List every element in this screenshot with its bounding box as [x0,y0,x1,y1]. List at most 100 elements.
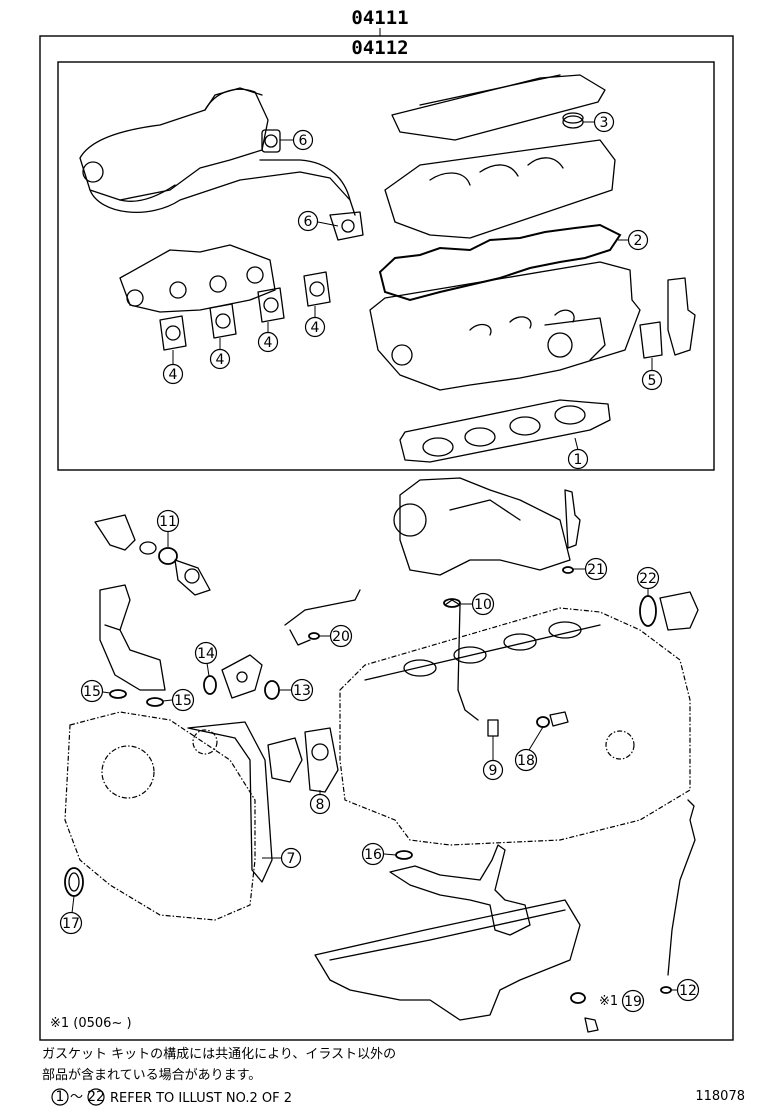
drain-plug-19-drawing [570,992,599,1033]
callout-9: 9 [482,759,504,781]
svg-text:1: 1 [56,1089,65,1105]
svg-text:6: 6 [299,133,308,149]
svg-text:～: ～ [70,1090,83,1105]
svg-text:17: 17 [62,916,80,932]
callout-8: 8 [309,793,331,815]
callout-6: 6 [292,129,314,151]
callout-2: 2 [627,229,649,251]
inner-kit-frame [57,61,715,471]
injector-drawing [564,489,581,549]
outer-kit-frame [39,35,734,1041]
svg-text:7: 7 [287,851,296,867]
svg-text:6: 6 [304,214,313,230]
cylinder-head-drawing [369,261,641,391]
callout-10: 10 [471,592,495,616]
callout-3: 3 [593,111,615,133]
svg-text:11: 11 [159,514,177,530]
svg-text:1: 1 [574,452,583,468]
o-ring-15-right [146,697,164,707]
callout-13: 13 [290,678,314,702]
head-gasket-1-drawing [399,399,611,463]
callout-4: 4 [304,316,326,338]
svg-text:4: 4 [311,320,320,336]
svg-text:15: 15 [174,693,192,709]
o-ring-14 [203,675,217,695]
callout-18: 18 [514,748,538,772]
o-ring-22 [639,595,657,627]
thermostat-housing-drawing [94,514,211,596]
cam-cover-drawing [384,139,616,239]
callout-5: 5 [641,369,663,391]
gasket-6-lower-drawing [329,211,364,241]
turbo-injection-pump-drawing [393,477,571,576]
illustration-number: 118078 [695,1089,745,1104]
leader-lines [71,121,678,991]
svg-text:19: 19 [624,994,642,1010]
cylinder-block-drawing [339,607,691,846]
refer-note: 1 ～ 22 REFER TO ILLUST NO.2 OF 2 [51,1088,292,1106]
svg-text:15: 15 [83,684,101,700]
gauge-tube-10-drawing [443,598,479,721]
tube-20-drawing [284,589,361,646]
oil-seal-17-drawing [64,867,84,897]
svg-text:2: 2 [634,233,643,249]
exhaust-gaskets-4-drawing [159,271,331,351]
callout-4: 4 [209,348,231,370]
o-ring-15-left [109,689,127,699]
svg-text:REFER TO ILLUST NO.2 OF 2: REFER TO ILLUST NO.2 OF 2 [110,1091,292,1106]
gasket-6-upper-drawing [261,129,281,153]
callout-12: 12 [676,978,700,1002]
fitting-22-drawing [659,591,699,631]
head-cover-gasket-2-drawing [378,223,622,302]
svg-text:9: 9 [489,763,498,779]
water-outlet-pipe-drawing [99,584,166,691]
svg-text:20: 20 [332,629,350,645]
callout-1: 1 [567,448,589,470]
callout-21: 21 [584,557,608,581]
outer-kit-part-number: 04111 [351,7,408,29]
callout-17: 17 [59,911,83,935]
exhaust-manifold-drawing [119,244,276,313]
svg-text:10: 10 [474,597,492,613]
head-cover-drawing [391,74,606,141]
o-ring-13 [264,680,280,700]
callout-11: 11 [156,509,180,533]
svg-text:16: 16 [364,847,382,863]
oil-strainer-drawing [389,844,531,936]
callout-20: 20 [329,624,353,648]
o-ring-21 [562,566,574,574]
svg-text:13: 13 [293,683,311,699]
callout-4: 4 [257,331,279,353]
o-ring-11 [158,547,178,565]
japanese-note-line-2: 部品が含まれている場合があります。 [42,1067,261,1083]
callout-19: 19 [621,989,645,1013]
asterisk-1-mark: ※1 [599,994,618,1009]
inner-kit-part-number: 04112 [351,37,408,59]
water-pump-drawing [267,727,339,793]
svg-text:22: 22 [639,571,657,587]
svg-text:4: 4 [169,367,178,383]
callout-22: 22 [636,566,660,590]
callout-14: 14 [194,641,218,665]
serial-range-note: ※1 (0506~ ) [50,1016,132,1031]
callout-15: 15 [80,679,104,703]
intake-pipe-drawing [79,87,356,216]
dipstick-drawing [660,799,696,994]
oil-pan-drawing [314,899,581,1021]
svg-text:5: 5 [648,373,657,389]
svg-text:18: 18 [517,753,535,769]
timing-cover-drawing [64,711,273,921]
svg-text:8: 8 [316,797,325,813]
plug-18-drawing [536,711,569,728]
callout-6: 6 [297,210,319,232]
o-ring-20 [308,632,320,640]
callout-7: 7 [280,847,302,869]
water-bypass-pipe-drawing [221,654,263,699]
svg-text:22: 22 [87,1089,105,1105]
sensor-9-drawing [487,719,499,737]
svg-text:14: 14 [197,646,215,662]
svg-text:4: 4 [264,335,273,351]
svg-text:4: 4 [216,352,225,368]
svg-text:21: 21 [587,562,605,578]
